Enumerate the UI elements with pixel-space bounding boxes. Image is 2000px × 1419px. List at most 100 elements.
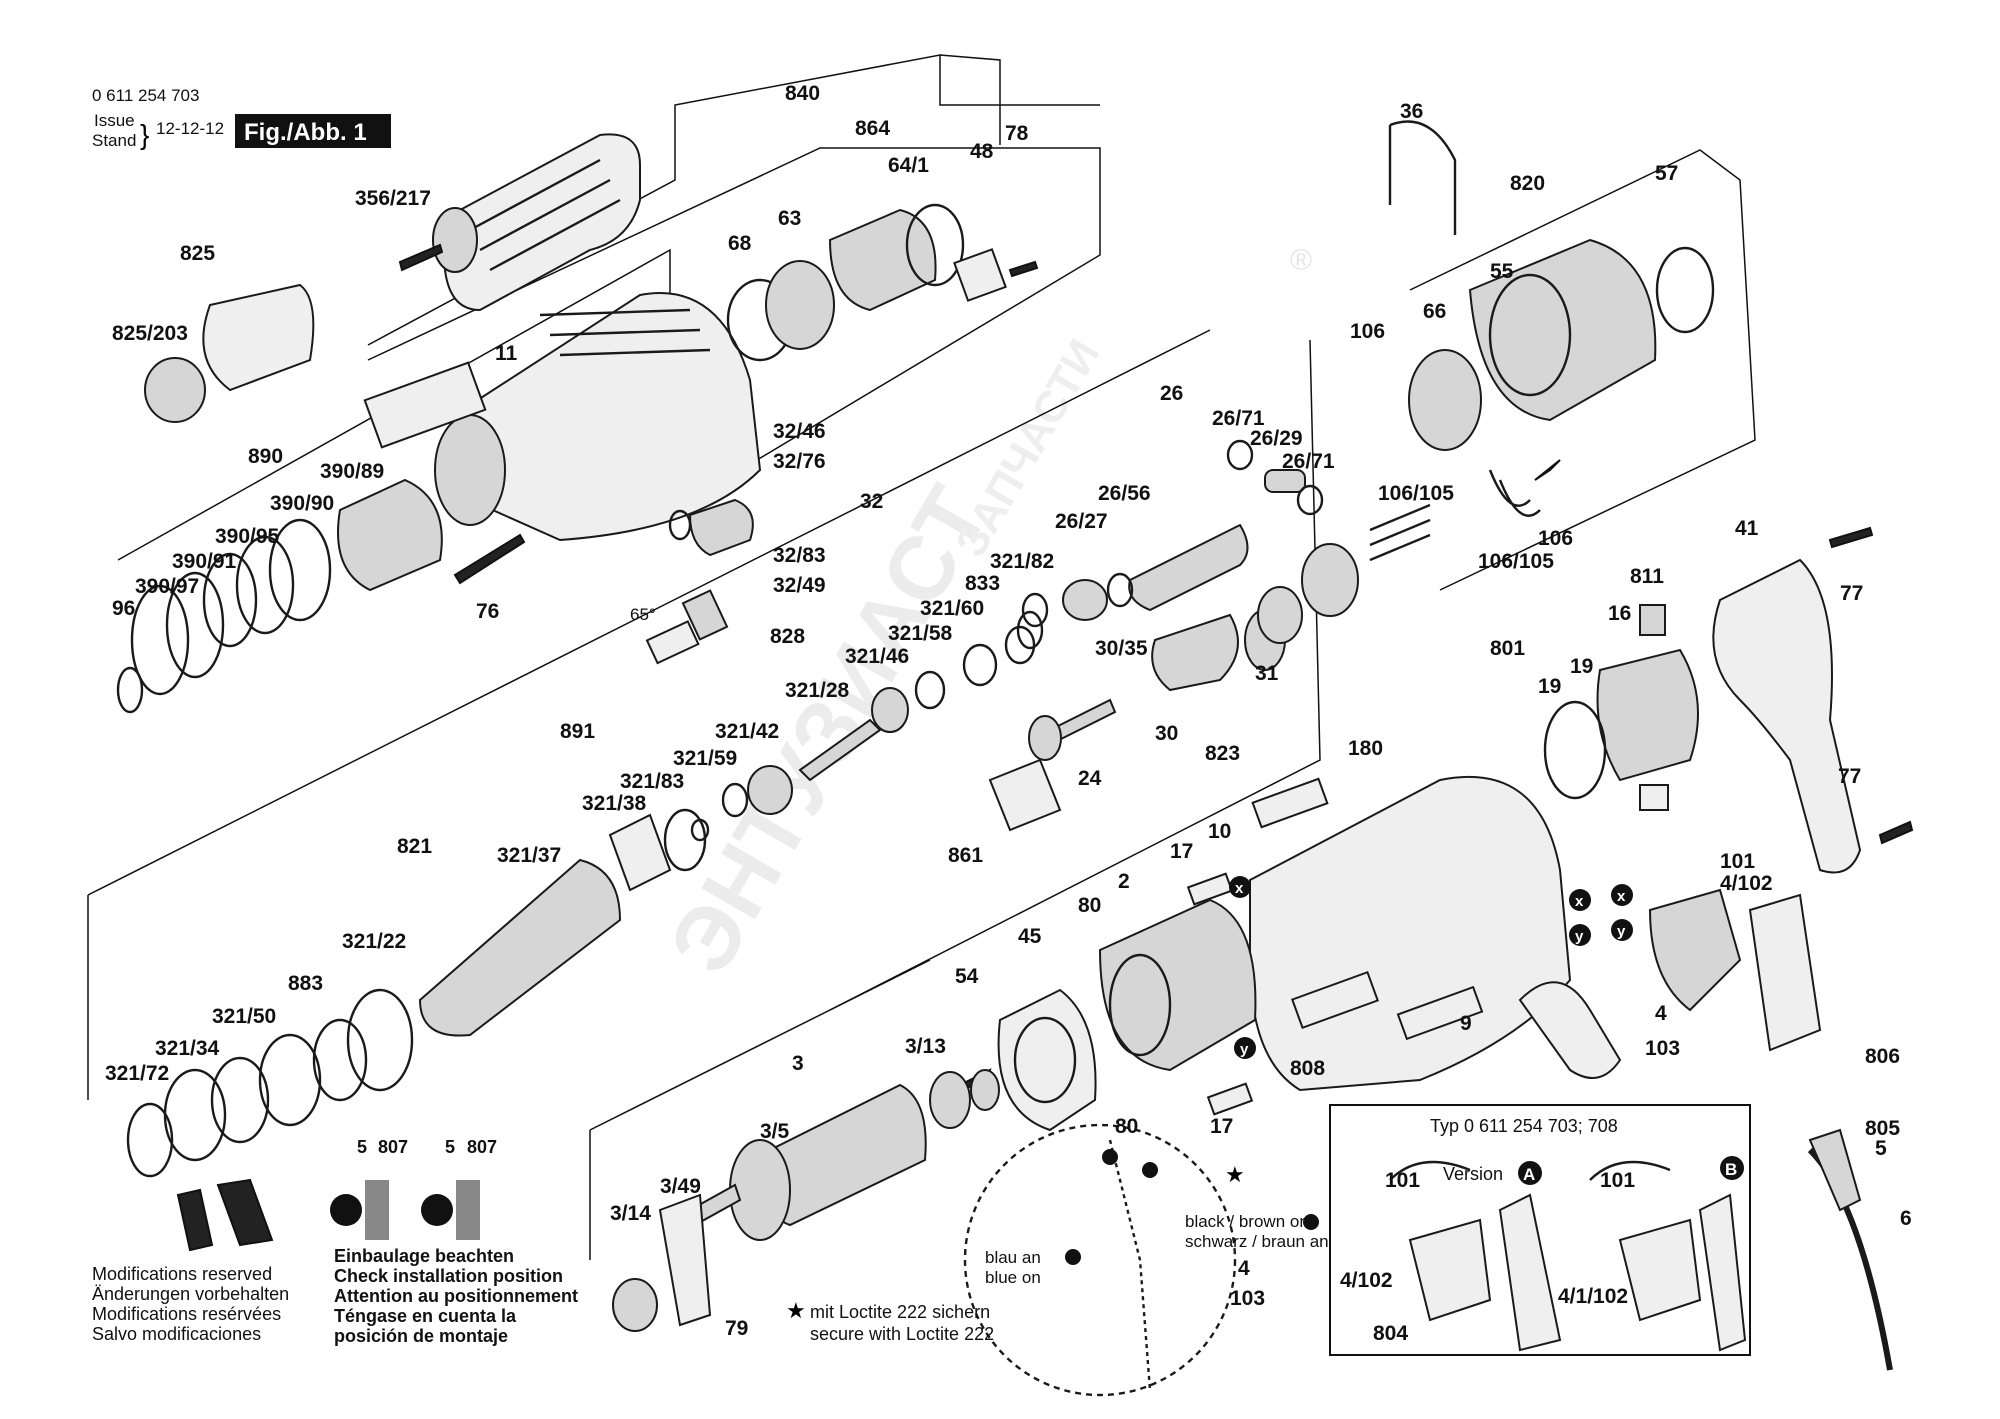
label-plate-11: [363, 361, 487, 449]
quick-chuck: [443, 133, 641, 312]
black-label: schwarz / braun an: [1185, 1232, 1329, 1251]
part-label: 390/90: [270, 492, 334, 515]
part-label: 106: [1538, 527, 1573, 550]
sleeve-390-89: [337, 478, 443, 592]
part-label: 103: [1230, 1287, 1265, 1310]
note-a-felt: [365, 1180, 389, 1240]
part-label: 57: [1655, 162, 1678, 185]
part-label: 19: [1570, 655, 1593, 678]
part-label: 390/91: [172, 550, 237, 573]
part-label: 79: [725, 1317, 748, 1340]
part-label: 321/58: [888, 622, 953, 645]
part-label: 864: [855, 117, 890, 140]
part-label: 32/46: [773, 420, 826, 443]
part-label: 2: [1118, 870, 1130, 893]
part-label: 11: [495, 342, 518, 365]
version-box: [1329, 1104, 1751, 1356]
marker: x: [1575, 893, 1584, 910]
part-label: 825/203: [112, 322, 188, 345]
gear-sleeve-63: [828, 208, 937, 312]
part-label: 45: [1018, 925, 1042, 948]
part-number: 0 611 254 703: [92, 86, 199, 105]
part-label: 321/72: [105, 1062, 169, 1085]
note-line: Téngase en cuenta la: [334, 1306, 517, 1326]
wobble-bearing-30: [1151, 613, 1239, 692]
connector-markers: x x y y x y: [1229, 876, 1633, 1059]
part-label: 66: [1423, 300, 1446, 323]
part-label: 55: [1490, 260, 1514, 283]
part-label: 321/83: [620, 770, 684, 793]
note-line: posición de montaje: [334, 1326, 508, 1346]
blue-label: blue on: [985, 1268, 1041, 1287]
part-label: 106: [1350, 320, 1385, 343]
part-label: 840: [785, 82, 820, 105]
modification-line: Modifications reserved: [92, 1264, 272, 1284]
note-a-part: 807: [378, 1137, 408, 1157]
note-a-ball: [330, 1194, 362, 1226]
issue-label: Issue: [94, 111, 135, 130]
part-label: 321/37: [497, 844, 561, 867]
note-a-num: 5: [357, 1137, 367, 1157]
part-label: 26: [1160, 382, 1183, 405]
note-b-part: 807: [467, 1137, 497, 1157]
part-label: 321/46: [845, 645, 909, 668]
handle-grip-9: [1518, 981, 1622, 1079]
part-label: 805: [1865, 1117, 1900, 1140]
note-b-felt: [456, 1180, 480, 1240]
part-label: 68: [728, 232, 752, 255]
part-label: 321/59: [673, 747, 737, 770]
part-label: 833: [965, 572, 1000, 595]
screw-76: [453, 533, 526, 585]
marker: y: [1575, 928, 1584, 945]
part-label: 10: [1208, 820, 1231, 843]
switch-knob-32: [688, 498, 754, 557]
part-label: 356/217: [355, 187, 431, 210]
part-label: 24: [1078, 767, 1102, 790]
part-label: 801: [1490, 637, 1525, 660]
marker: x: [1617, 888, 1626, 905]
part-label: 76: [476, 600, 499, 623]
part-label: 4/1/102: [1558, 1285, 1628, 1308]
part-label: 26/27: [1055, 510, 1108, 533]
part-label: 80: [1078, 894, 1101, 917]
motor-flange-820: [1468, 238, 1657, 422]
part-label: 321/50: [212, 1005, 276, 1028]
part-label: 26/71: [1282, 450, 1335, 473]
loctite-line: mit Loctite 222 sichern: [810, 1302, 990, 1322]
cap-825-203: [144, 357, 206, 423]
part-label: 321/22: [342, 930, 406, 953]
part-label: 3/49: [660, 1175, 701, 1198]
part-label: 4: [1238, 1257, 1250, 1280]
part-label: 883: [288, 972, 323, 995]
blue-label: blau an: [985, 1248, 1041, 1267]
part-label: 77: [1838, 765, 1861, 788]
figure-label: Fig./Abb. 1: [244, 119, 367, 146]
part-label: 820: [1510, 172, 1545, 195]
part-label: 390/89: [320, 460, 384, 483]
brace-glyph: }: [140, 119, 149, 150]
modifications-notice: Modifications reserved Änderungen vorbeh…: [92, 1264, 289, 1344]
screw-356-217: [398, 243, 444, 272]
part-label: 17: [1210, 1115, 1233, 1138]
star-icon: ★: [1225, 1162, 1245, 1187]
issue-date: 12-12-12: [156, 119, 224, 138]
part-label: 26/71: [1212, 407, 1265, 430]
version-label: Version: [1443, 1164, 1503, 1184]
part-label: 180: [1348, 737, 1383, 760]
part-label: 808: [1290, 1057, 1325, 1080]
stand-label: Stand: [92, 131, 136, 150]
part-label: 106/105: [1478, 550, 1554, 573]
black-label: black / brown on: [1185, 1212, 1309, 1231]
marker: x: [1235, 880, 1244, 897]
piston-tube-26: [1128, 523, 1249, 612]
part-label: 54: [955, 965, 979, 988]
part-label: 321/60: [920, 597, 984, 620]
part-label: 32/83: [773, 544, 826, 567]
part-label: 321/42: [715, 720, 779, 743]
modification-line: Salvo modificaciones: [92, 1324, 261, 1344]
part-label: 321/28: [785, 679, 850, 702]
part-label: 321/38: [582, 792, 647, 815]
part-label: 16: [1608, 602, 1631, 625]
part-label: 806: [1865, 1045, 1900, 1068]
